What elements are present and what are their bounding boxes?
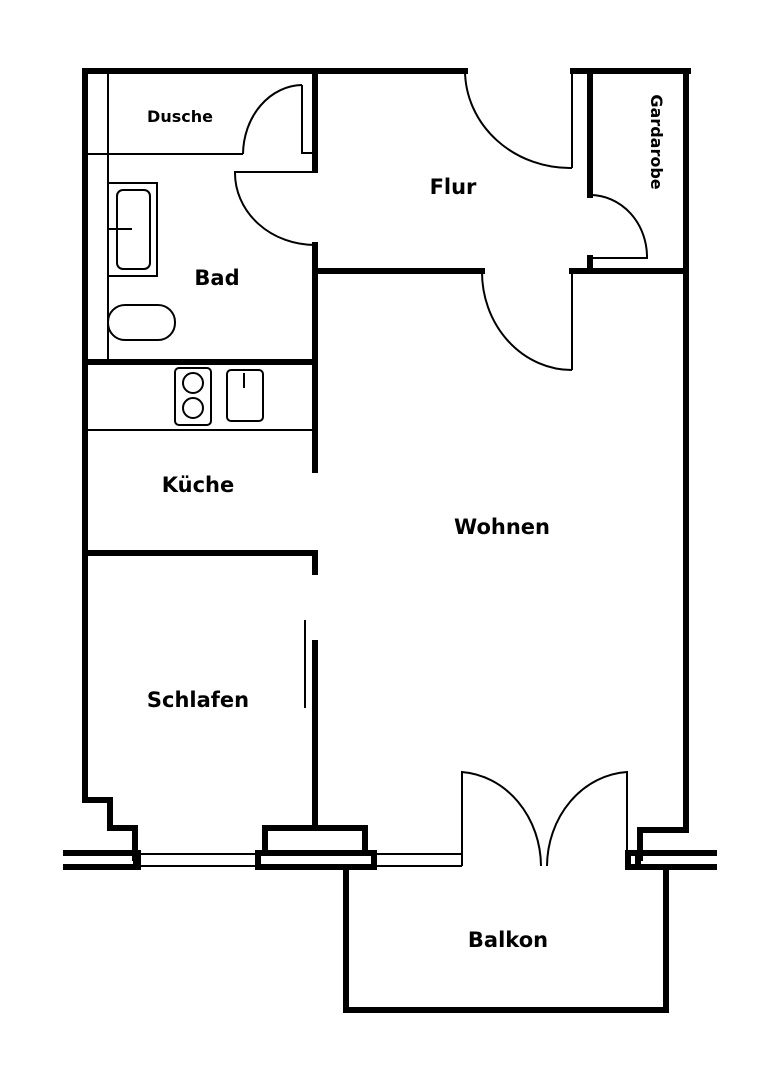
room-label-bad: Bad xyxy=(194,266,239,290)
facade xyxy=(63,825,717,870)
shower-door xyxy=(242,84,303,155)
stove-icon xyxy=(174,367,212,426)
kitchen-walls xyxy=(82,359,318,575)
living-door xyxy=(480,270,573,371)
room-label-balkon: Balkon xyxy=(468,928,548,952)
bath-door xyxy=(233,171,316,246)
hall-walls xyxy=(312,68,689,370)
sink-icon xyxy=(107,304,176,341)
room-label-kueche: Küche xyxy=(162,473,235,497)
entrance-door xyxy=(464,70,573,170)
room-label-schlafen: Schlafen xyxy=(147,688,249,712)
room-label-wohnen: Wohnen xyxy=(454,515,550,539)
balcony-outline xyxy=(343,866,669,1013)
bathtub-icon xyxy=(107,182,158,277)
room-label-flur: Flur xyxy=(430,175,477,199)
outer-walls xyxy=(82,68,691,861)
gardarobe-door xyxy=(589,194,649,259)
room-label-gardarobe: Gardarobe xyxy=(647,94,666,189)
bedroom-walls xyxy=(304,620,318,831)
kitchen-sink-icon xyxy=(226,369,264,422)
room-label-dusche: Dusche xyxy=(147,107,213,126)
balcony-door xyxy=(461,770,628,867)
